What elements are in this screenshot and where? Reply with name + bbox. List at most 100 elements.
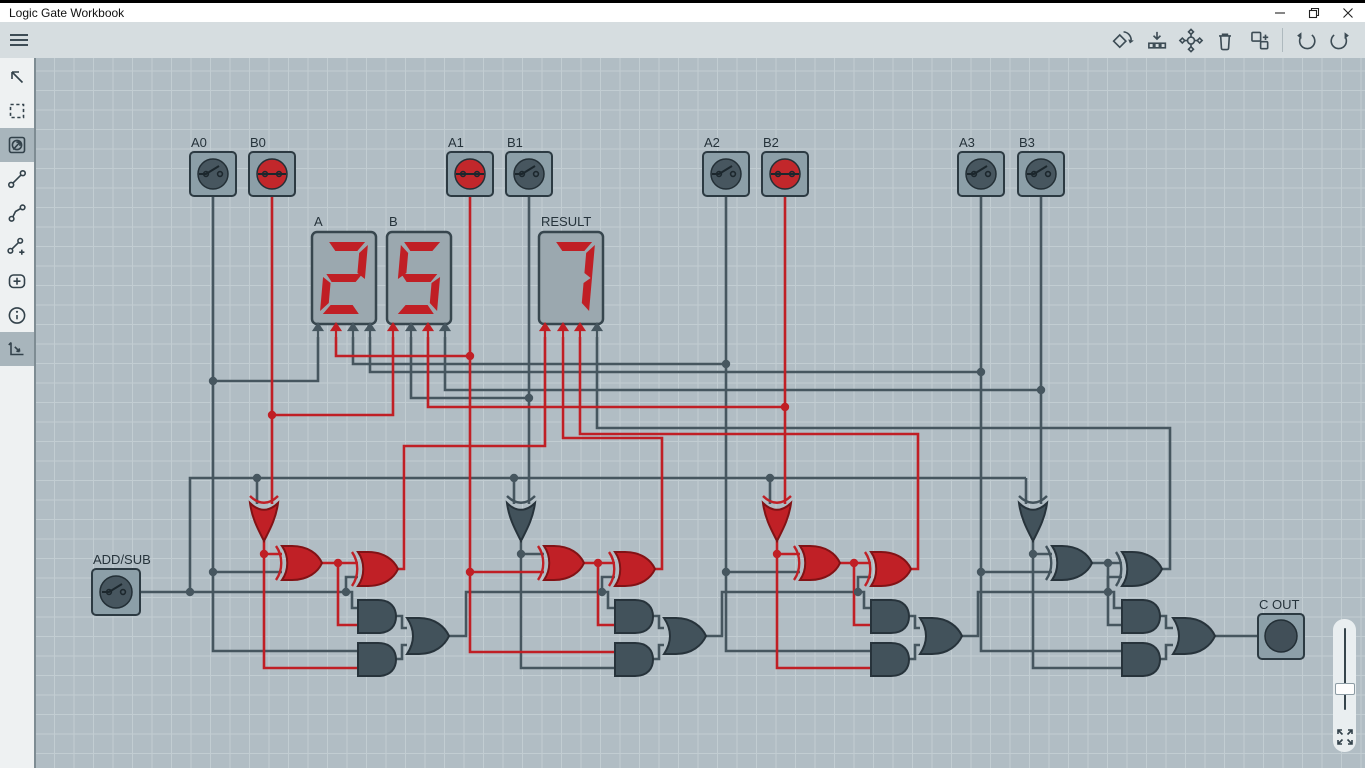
switch-A2[interactable]: A2 — [702, 135, 750, 197]
b2-and1-gate[interactable] — [614, 599, 655, 634]
switch-label: A3 — [959, 135, 975, 150]
output-label: C OUT — [1259, 597, 1300, 612]
mode-switch-label: ADD/SUB — [93, 552, 151, 567]
fullscreen-icon[interactable] — [1335, 727, 1355, 747]
display-a[interactable]: A — [310, 214, 378, 337]
b2-or-gate[interactable] — [662, 617, 708, 655]
rotate-icon[interactable] — [1106, 25, 1140, 55]
switch-B3[interactable]: B3 — [1017, 135, 1065, 197]
b3-and2-gate[interactable] — [870, 642, 911, 677]
b1-or-gate[interactable] — [405, 617, 451, 655]
titlebar: Logic Gate Workbook — [0, 3, 1365, 22]
b3-xor2-gate[interactable] — [863, 551, 913, 587]
switch-B1[interactable]: B1 — [505, 135, 553, 197]
b3-and1-gate[interactable] — [870, 599, 911, 634]
switch-label: B1 — [507, 135, 523, 150]
bit-input-arrow — [386, 322, 400, 337]
pointer-tool-icon[interactable] — [0, 60, 34, 94]
switch-B2[interactable]: B2 — [761, 135, 809, 197]
bit-input-arrow — [438, 322, 452, 337]
bit-input-arrow — [573, 322, 587, 337]
maximize-button[interactable] — [1297, 3, 1331, 22]
b1-xor1-gate[interactable] — [274, 545, 324, 581]
window-title: Logic Gate Workbook — [9, 5, 125, 20]
info-tool-icon[interactable] — [0, 298, 34, 332]
logic-gates — [248, 495, 1217, 677]
interact-tool-icon[interactable] — [0, 128, 34, 162]
b1-and2-gate[interactable] — [357, 642, 398, 677]
carry-out-indicator[interactable]: C OUT — [1257, 597, 1305, 660]
b4-bxor-gate[interactable] — [1017, 495, 1049, 544]
b3-or-gate[interactable] — [918, 617, 964, 655]
switch-A3[interactable]: A3 — [957, 135, 1005, 197]
bit-input-arrow — [590, 322, 604, 337]
display-label: B — [389, 214, 398, 229]
seven-segment-digit — [397, 242, 441, 314]
switch-A1[interactable]: A1 — [446, 135, 494, 197]
duplicate-icon[interactable] — [1242, 25, 1276, 55]
bit-input-arrow — [363, 322, 377, 337]
add-component-icon[interactable] — [1140, 25, 1174, 55]
display-b[interactable]: B — [385, 214, 453, 337]
tool-sidebar — [0, 58, 36, 768]
b2-and2-gate[interactable] — [614, 642, 655, 677]
display-label: RESULT — [541, 214, 591, 229]
wire-tool-icon[interactable] — [0, 162, 34, 196]
b2-xor1-gate[interactable] — [536, 545, 586, 581]
menu-icon[interactable] — [2, 25, 36, 55]
wire-bend-tool-icon[interactable] — [0, 196, 34, 230]
b4-and2-gate[interactable] — [1121, 642, 1162, 677]
display-result[interactable]: RESULT — [537, 214, 605, 337]
bit-input-arrow — [421, 322, 435, 337]
switch-label: A2 — [704, 135, 720, 150]
bit-input-arrow — [346, 322, 360, 337]
seven-segment-digit — [556, 242, 595, 311]
bit-input-arrow — [329, 322, 343, 337]
wires — [140, 196, 1260, 670]
b2-xor2-gate[interactable] — [607, 551, 657, 587]
b3-bxor-gate[interactable] — [761, 495, 793, 544]
display-label: A — [314, 214, 323, 229]
wire-junctions — [185, 351, 1113, 597]
switch-A0[interactable]: A0 — [189, 135, 237, 197]
toolbar — [0, 22, 1365, 58]
minimize-button[interactable] — [1263, 3, 1297, 22]
redo-icon[interactable] — [1323, 25, 1357, 55]
measure-tool-icon[interactable] — [0, 332, 34, 366]
addsub-mode-switch[interactable]: ADD/SUB — [91, 552, 151, 616]
b1-and1-gate[interactable] — [357, 599, 398, 634]
zoom-panel — [1333, 619, 1356, 752]
box-select-tool-icon[interactable] — [0, 94, 34, 128]
switch-label: A0 — [191, 135, 207, 150]
bit-input-arrow — [404, 322, 418, 337]
b1-xor2-gate[interactable] — [350, 551, 400, 587]
window-top-border — [0, 0, 1365, 3]
b4-xor1-gate[interactable] — [1044, 545, 1094, 581]
toolbar-separator — [1282, 28, 1283, 52]
bit-input-arrow — [311, 322, 325, 337]
b4-xor2-gate[interactable] — [1114, 551, 1164, 587]
zoom-slider-track — [1343, 628, 1346, 710]
led-lamp — [1264, 619, 1298, 653]
switch-label: A1 — [448, 135, 464, 150]
bit-input-arrow — [556, 322, 570, 337]
undo-icon[interactable] — [1289, 25, 1323, 55]
b1-bxor-gate[interactable] — [248, 495, 280, 544]
b4-and1-gate[interactable] — [1121, 599, 1162, 634]
switch-B0[interactable]: B0 — [248, 135, 296, 197]
add-node-tool-icon[interactable] — [0, 264, 34, 298]
switch-label: B2 — [763, 135, 779, 150]
auto-arrange-icon[interactable] — [1174, 25, 1208, 55]
wire-add-tool-icon[interactable] — [0, 230, 34, 264]
b4-or-gate[interactable] — [1171, 617, 1217, 655]
b2-bxor-gate[interactable] — [505, 495, 537, 544]
close-button[interactable] — [1331, 3, 1365, 22]
zoom-slider-handle[interactable] — [1335, 683, 1355, 695]
zoom-slider[interactable] — [1333, 619, 1356, 719]
b3-xor1-gate[interactable] — [792, 545, 842, 581]
delete-icon[interactable] — [1208, 25, 1242, 55]
switch-label: B0 — [250, 135, 266, 150]
bit-input-arrow — [538, 322, 552, 337]
switch-label: B3 — [1019, 135, 1035, 150]
